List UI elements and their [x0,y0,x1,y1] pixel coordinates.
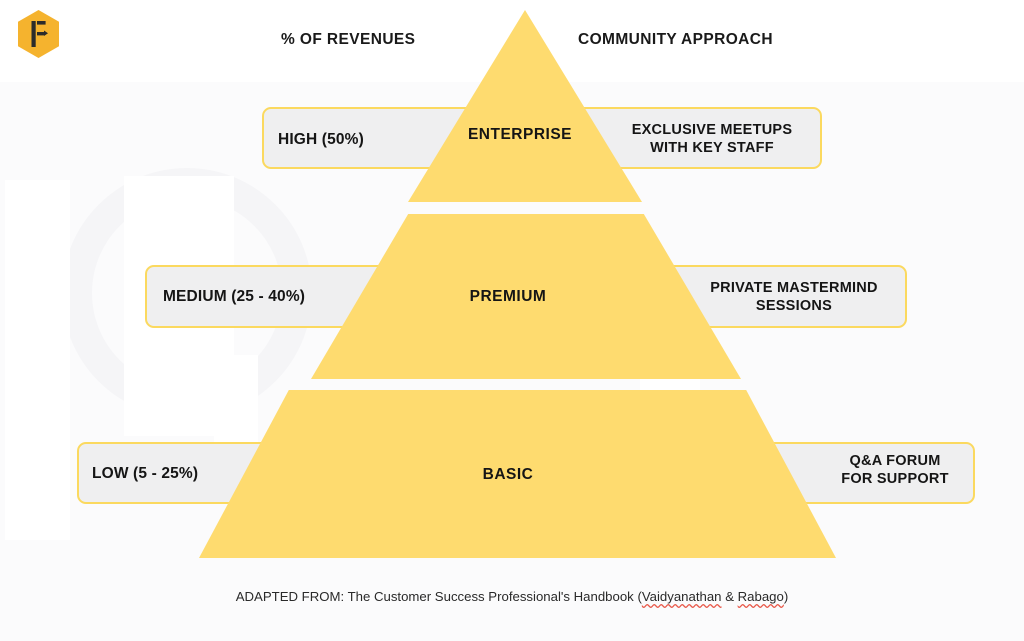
citation-author-one: Vaidyanathan [641,589,722,604]
citation-suffix: ) [783,589,789,604]
column-header-community-approach: COMMUNITY APPROACH [578,31,773,48]
background-white-block-small [214,355,258,445]
citation-separator: & [721,589,738,604]
background-white-block-left [5,180,70,540]
revenue-label-basic: LOW (5 - 25%) [92,465,199,482]
approach-label-premium: PRIVATE MASTERMIND SESSIONS [710,280,878,314]
approach-label-enterprise: EXCLUSIVE MEETUPS WITH KEY STAFF [631,122,793,156]
column-header-revenues: % OF REVENUES [281,31,416,48]
tier-name-premium: PREMIUM [469,288,547,305]
tier-name-basic: BASIC [482,466,534,483]
approach-label-basic: Q&A FORUM FOR SUPPORT [841,453,949,487]
revenue-label-premium: MEDIUM (25 - 40%) [163,288,306,305]
citation-prefix: ADAPTED FROM: The Customer Success Profe… [235,589,642,604]
source-citation: ADAPTED FROM: The Customer Success Profe… [0,589,1024,604]
pyramid-layer-basic [199,390,836,558]
citation-author-two: Rabago [737,589,784,604]
hexagon-f-logo-icon [14,9,63,59]
tier-name-enterprise: ENTERPRISE [467,126,573,143]
revenue-label-enterprise: HIGH (50%) [278,131,364,148]
